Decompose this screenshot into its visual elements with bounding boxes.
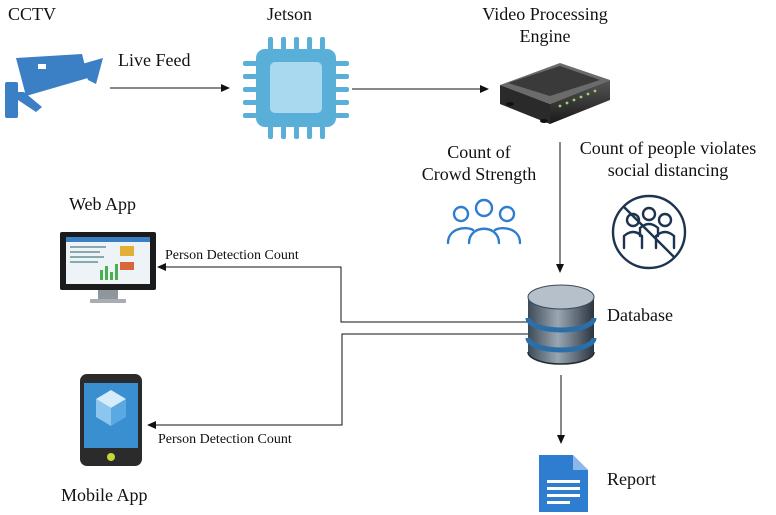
crowd-strength-label: Count of Crowd Strength — [414, 142, 544, 185]
violation-label: Count of people violates social distanci… — [566, 138, 770, 181]
cctv-label: CCTV — [8, 4, 57, 24]
document-icon — [539, 455, 588, 512]
tablet-app-icon — [80, 374, 142, 466]
web-count-label: Person Detection Count — [165, 248, 299, 263]
webapp-label: Web App — [69, 194, 137, 214]
mobile-count-label: Person Detection Count — [158, 432, 292, 447]
cctv-camera-icon — [5, 54, 103, 118]
engine-label-line2: Engine — [519, 26, 571, 46]
jetson-label: Jetson — [267, 4, 312, 24]
violation-line2: social distancing — [607, 160, 729, 180]
no-crowd-icon — [611, 194, 687, 270]
engine-label: Video Processing Engine — [470, 4, 620, 47]
edge-database-to-webapp — [157, 263, 531, 323]
mobile-app-label: Mobile App — [61, 485, 148, 505]
database-icon — [525, 284, 597, 365]
database-label: Database — [607, 305, 673, 325]
chip-icon — [243, 37, 349, 139]
router-device-icon — [500, 63, 610, 124]
monitor-icon — [60, 232, 156, 303]
live-feed-label: Live Feed — [118, 50, 191, 70]
violation-line1: Count of people violates — [579, 138, 757, 158]
edge-database-to-mobile — [147, 333, 531, 429]
engine-label-line1: Video Processing — [482, 4, 608, 24]
connectors — [110, 84, 565, 444]
report-label: Report — [607, 469, 656, 489]
crowd-strength-line1: Count of — [447, 142, 511, 162]
crowd-strength-line2: Crowd Strength — [421, 164, 537, 184]
people-group-icon — [446, 198, 522, 245]
